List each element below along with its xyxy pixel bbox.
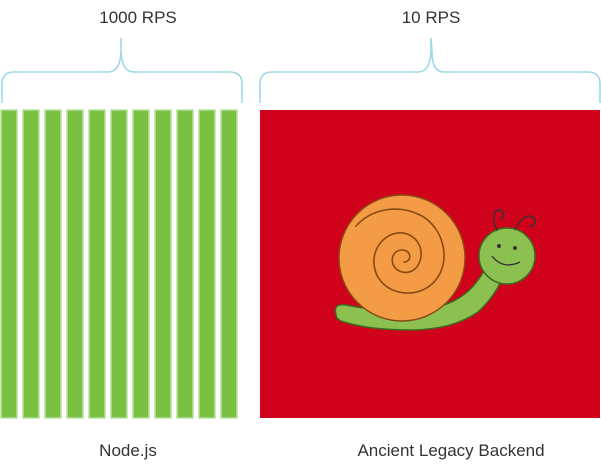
- legacy-backend-caption: Ancient Legacy Backend: [357, 441, 545, 460]
- nodejs-bar: [154, 109, 172, 419]
- nodejs-bar: [220, 109, 238, 419]
- snail-eye-left: [497, 244, 501, 248]
- snail-eye-right: [513, 246, 517, 250]
- nodejs-bar: [110, 109, 128, 419]
- snail-icon: [334, 194, 536, 331]
- right-brace: [259, 37, 601, 103]
- nodejs-bar: [44, 109, 62, 419]
- nodejs-bar: [88, 109, 106, 419]
- nodejs-bar: [176, 109, 194, 419]
- nodejs-bar: [132, 109, 150, 419]
- nodejs-caption: Node.js: [99, 441, 157, 460]
- nodejs-bars: [0, 109, 238, 419]
- snail-smile: [491, 255, 521, 266]
- right-rate-label: 10 RPS: [401, 8, 461, 27]
- nodejs-bar: [66, 109, 84, 419]
- snail-shell-spiral: [355, 208, 445, 294]
- snail-antenna-right: [514, 215, 536, 231]
- nodejs-bar: [22, 109, 40, 419]
- left-brace: [1, 38, 243, 103]
- nodejs-bar: [0, 109, 18, 419]
- nodejs-bar: [198, 109, 216, 419]
- snail-head: [478, 227, 536, 285]
- left-rate-label: 1000 RPS: [99, 8, 177, 27]
- snail-shell: [338, 194, 466, 322]
- snail-antenna-left: [493, 209, 505, 232]
